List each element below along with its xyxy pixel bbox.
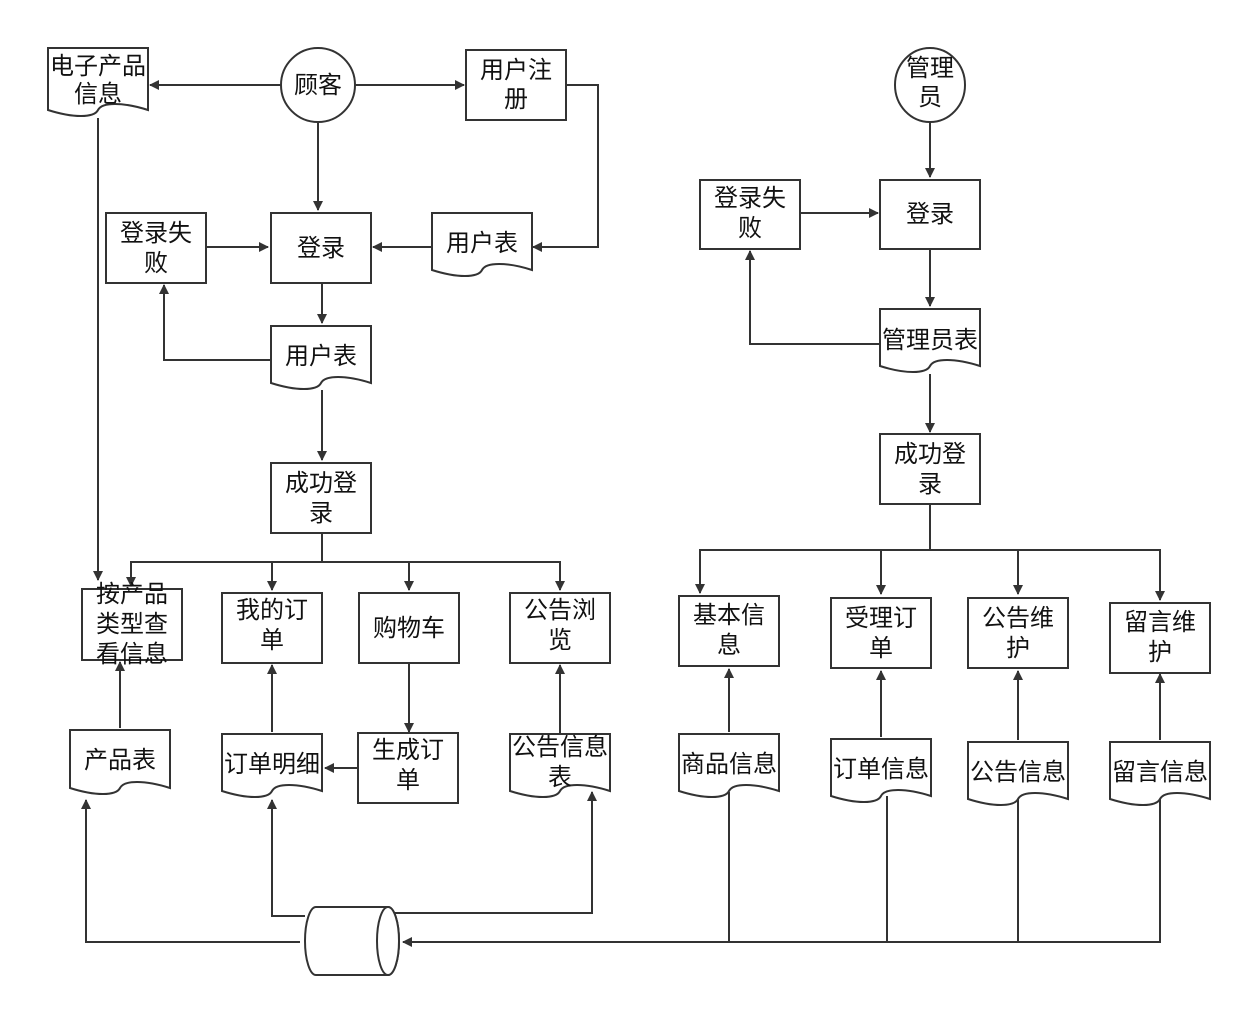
edge-db-to-order-detail	[267, 799, 305, 917]
node-user-table-b: 用户表	[270, 325, 372, 390]
node-notice-browse: 公告浏 览	[509, 592, 611, 664]
user-table-a-label: 用户表	[446, 229, 518, 257]
success-admin-line-1: 成功登	[894, 440, 966, 468]
node-basic-info: 基本信 息	[678, 595, 780, 667]
node-cart: 购物车	[358, 592, 460, 664]
user-register-line-2: 册	[504, 85, 528, 113]
node-login-fail-customer: 登录失 败	[105, 212, 207, 284]
notice-info-table-line-2: 表	[548, 763, 572, 791]
node-create-order: 生成订 单	[357, 732, 459, 804]
node-message-info: 留言信息	[1109, 741, 1211, 806]
node-notice-info-table: 公告信息 表	[509, 733, 611, 798]
edge-info-bus-to-db	[402, 798, 1161, 947]
node-admin-table: 管理员表	[879, 308, 981, 373]
edge-admin-table-to-fail	[745, 250, 880, 345]
basic-info-line-1: 基本信	[693, 601, 765, 629]
cart-label: 购物车	[373, 614, 445, 642]
node-my-orders: 我的订 单	[221, 592, 323, 664]
user-register-line-1: 用户注	[480, 56, 552, 84]
node-browse-by-type: 按产品 类型查 看信息	[81, 580, 183, 668]
order-info-label: 订单信息	[833, 755, 929, 783]
edge-success-branch	[126, 533, 323, 587]
edge-branch-to-notice-maint	[930, 549, 1023, 595]
notice-maint-line-2: 护	[1006, 634, 1030, 662]
node-goods-info: 商品信息	[678, 733, 780, 798]
node-customer: 顾客	[280, 47, 356, 123]
login-customer-label: 登录	[297, 234, 345, 262]
admin-table-label: 管理员表	[882, 326, 978, 354]
message-maint-line-1: 留言维	[1124, 608, 1196, 636]
basic-info-line-2: 息	[717, 631, 741, 659]
success-customer-line-1: 成功登	[285, 469, 357, 497]
message-maint-line-2: 护	[1148, 638, 1172, 666]
my-orders-line-1: 我的订	[236, 596, 308, 624]
login-fail-admin-line-2: 败	[738, 214, 762, 242]
node-success-admin: 成功登 录	[879, 433, 981, 505]
node-login-admin: 登录	[879, 179, 981, 250]
node-message-maint: 留言维 护	[1109, 602, 1211, 674]
browse-by-type-line-1: 按产品	[96, 580, 168, 608]
node-login-fail-admin: 登录失 败	[699, 179, 801, 250]
login-admin-label: 登录	[906, 200, 954, 228]
node-notice-info: 公告信息	[967, 741, 1069, 806]
edges	[81, 80, 1165, 947]
edge-db-to-notice-table	[395, 791, 597, 914]
user-table-b-label: 用户表	[285, 342, 357, 370]
database-icon	[304, 906, 400, 976]
node-notice-maint: 公告维 护	[967, 597, 1069, 669]
node-admin: 管理 员	[894, 47, 966, 123]
edge-user-table-to-fail	[159, 284, 271, 361]
notice-browse-line-1: 公告浏	[524, 596, 596, 624]
browse-by-type-line-3: 看信息	[96, 640, 168, 668]
product-table-label: 产品表	[84, 746, 156, 774]
node-order-info: 订单信息	[830, 738, 932, 803]
notice-maint-line-1: 公告维	[982, 604, 1054, 632]
login-fail-admin-line-1: 登录失	[714, 184, 786, 212]
node-accept-order: 受理订 单	[830, 597, 932, 669]
node-product-table: 产品表	[69, 729, 171, 795]
notice-info-table-line-1: 公告信息	[512, 733, 608, 761]
create-order-line-2: 单	[396, 766, 420, 794]
my-orders-line-2: 单	[260, 626, 284, 654]
customer-label: 顾客	[294, 71, 342, 99]
node-product-info: 电子产品 信息	[47, 47, 149, 117]
node-order-detail: 订单明细	[221, 733, 323, 798]
product-info-line-2: 信息	[74, 80, 122, 108]
edge-branch-to-message-maint	[1018, 549, 1165, 601]
notice-browse-line-2: 览	[548, 626, 572, 654]
message-info-label: 留言信息	[1112, 758, 1208, 786]
node-login-customer: 登录	[270, 212, 372, 284]
product-info-line-1: 电子产品	[50, 52, 146, 80]
edge-branch-to-notice	[322, 561, 565, 591]
success-admin-line-2: 录	[918, 470, 942, 498]
goods-info-label: 商品信息	[681, 750, 777, 778]
node-user-table-a: 用户表	[431, 212, 533, 277]
edge-db-to-product-table	[81, 799, 300, 943]
node-success-customer: 成功登 录	[270, 462, 372, 534]
accept-order-line-2: 单	[869, 634, 893, 662]
login-fail-customer-line-1: 登录失	[120, 219, 192, 247]
edge-register-to-user-table	[532, 84, 599, 252]
node-user-register: 用户注 册	[465, 49, 567, 121]
notice-info-label: 公告信息	[970, 758, 1066, 786]
edge-success-admin-branch	[695, 504, 931, 594]
admin-line-1: 管理	[906, 54, 954, 82]
create-order-line-1: 生成订	[372, 736, 444, 764]
login-fail-customer-line-2: 败	[144, 249, 168, 277]
accept-order-line-1: 受理订	[845, 604, 917, 632]
success-customer-line-2: 录	[309, 499, 333, 527]
order-detail-label: 订单明细	[224, 750, 320, 778]
browse-by-type-line-2: 类型查	[96, 610, 168, 638]
admin-line-2: 员	[918, 83, 942, 111]
